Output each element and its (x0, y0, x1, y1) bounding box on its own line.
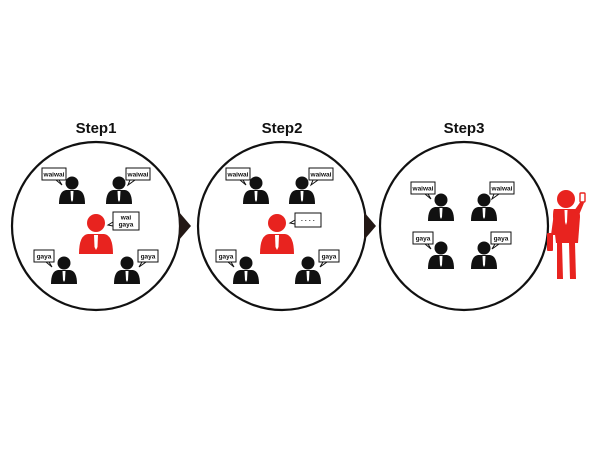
listener-person-icon (471, 241, 497, 269)
step-3-title: Step3 (444, 120, 485, 137)
bubble-text: waiwai (127, 172, 149, 179)
step-3-circle (378, 140, 550, 312)
listener-person-icon (428, 241, 454, 269)
speech-bubble: wai gaya (106, 211, 140, 231)
listener-person-icon (51, 256, 77, 284)
listener-person-icon (295, 256, 321, 284)
bubble-text: gaya (494, 236, 509, 243)
bubble-text: waiwai (43, 172, 65, 179)
arrow-icon (179, 212, 191, 240)
speaker-person-icon (260, 214, 294, 254)
speech-bubble: gaya (318, 249, 340, 268)
bubble-text: gaya (119, 222, 134, 229)
listener-person-icon (59, 176, 85, 204)
bubble-text: gaya (141, 254, 156, 261)
listener-person-icon (428, 193, 454, 221)
speech-bubble: waiwai (225, 167, 251, 186)
speech-bubble: · · · · (288, 212, 322, 228)
speech-bubble: gaya (490, 231, 512, 250)
bubble-text: waiwai (227, 172, 249, 179)
listener-person-icon (471, 193, 497, 221)
speech-bubble: waiwai (125, 167, 151, 187)
step-2-title: Step2 (262, 120, 303, 137)
speech-bubble: gaya (412, 231, 434, 250)
bubble-text: gaya (416, 236, 431, 243)
speech-bubble: waiwai (41, 167, 67, 186)
speech-bubble: waiwai (308, 167, 334, 187)
speaker-person-icon (79, 214, 113, 254)
bubble-text: gaya (219, 254, 234, 261)
bubble-text: gaya (37, 254, 52, 261)
listener-person-icon (233, 256, 259, 284)
person-with-phone-icon (547, 190, 586, 279)
bubble-text: wai (120, 215, 132, 222)
listener-person-icon (289, 176, 315, 204)
listener-person-icon (106, 176, 132, 204)
listener-person-icon (114, 256, 140, 284)
bubble-text: · · · · (301, 218, 315, 225)
speech-bubble: gaya (137, 249, 159, 268)
bubble-text: waiwai (412, 186, 434, 193)
speech-bubble: gaya (33, 249, 55, 268)
speech-bubble: waiwai (489, 181, 515, 201)
arrow-icon (364, 212, 376, 240)
bubble-text: waiwai (310, 172, 332, 179)
step-1-title: Step1 (76, 120, 117, 137)
listener-person-icon (243, 176, 269, 204)
bubble-text: waiwai (491, 186, 513, 193)
speech-bubble: waiwai (410, 181, 436, 200)
speech-bubble: gaya (215, 249, 237, 268)
bubble-text: gaya (322, 254, 337, 261)
